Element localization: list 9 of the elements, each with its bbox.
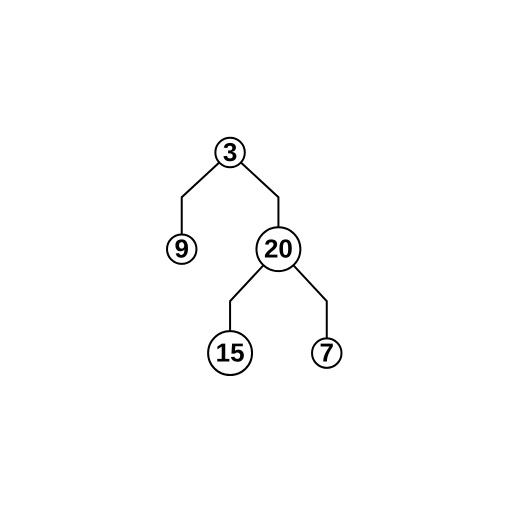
node-circle: 3 [214,137,246,169]
node-circle: 15 [206,330,253,377]
node-circle: 20 [255,226,302,273]
node-circle: 9 [166,234,198,266]
connector [240,162,280,228]
connector [292,265,328,339]
node-circle: 7 [310,338,342,370]
connector [180,162,220,235]
connector [228,265,264,332]
